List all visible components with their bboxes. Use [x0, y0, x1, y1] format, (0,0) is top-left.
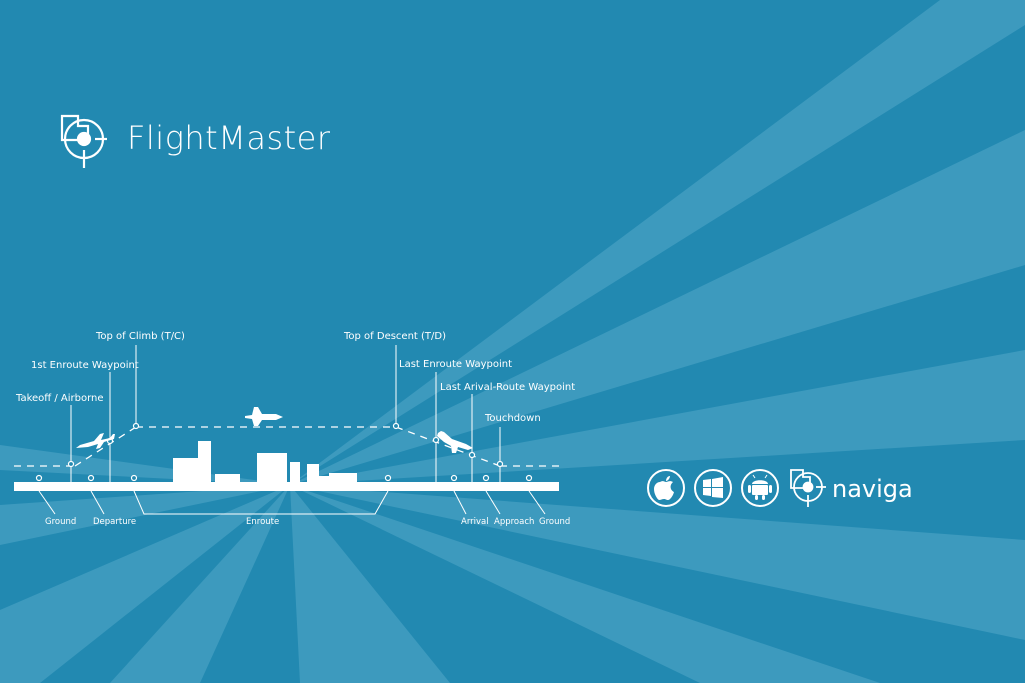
platform-icons: [648, 470, 778, 506]
callout-touchdown: Touchdown: [484, 413, 541, 424]
flightmaster-logo: [62, 116, 107, 168]
phase-approach: Approach: [494, 517, 534, 527]
android-icon: [742, 470, 778, 506]
phase-ground-end: Ground: [539, 517, 570, 527]
callout-top-of-descent: Top of Descent (T/D): [343, 331, 446, 342]
callout-last-enroute-waypoint: Last Enroute Waypoint: [399, 359, 512, 370]
phase-arrival: Arrival: [461, 517, 489, 527]
callout-last-arrival-route-waypoint: Last Arival-Route Waypoint: [440, 382, 575, 393]
phase-ground-start: Ground: [45, 517, 76, 527]
naviga-wordmark: naviga: [832, 475, 913, 503]
callout-takeoff-airborne: Takeoff / Airborne: [15, 393, 104, 404]
windows-icon: [695, 470, 731, 506]
callout-first-enroute-waypoint: 1st Enroute Waypoint: [31, 360, 139, 371]
cruise-plane-icon: [245, 407, 283, 426]
phase-departure: Departure: [93, 517, 136, 527]
city-skyline: [173, 441, 357, 484]
callout-top-of-climb: Top of Climb (T/C): [95, 331, 185, 342]
brand-title: FlightMaster: [127, 119, 331, 157]
phase-enroute: Enroute: [246, 517, 279, 527]
apple-icon: [648, 470, 684, 506]
naviga-logo: [791, 470, 826, 507]
